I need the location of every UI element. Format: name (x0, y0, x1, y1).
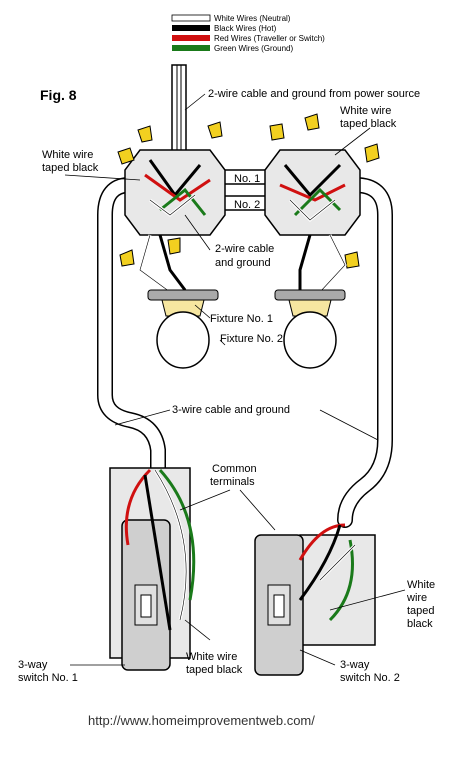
common-terminals-label-1: Common (212, 463, 257, 475)
two-wire-cable-label-2: and ground (215, 257, 271, 269)
light-bulb-icon (283, 311, 337, 369)
legend-swatch-green (172, 45, 210, 51)
fixture-1 (147, 289, 219, 369)
junction-box-1 (124, 149, 226, 236)
cable-no2-label: No. 2 (234, 199, 260, 211)
figure-label: Fig. 8 (40, 87, 77, 103)
wire-nut-icon (137, 125, 153, 143)
light-bulb-icon (156, 311, 210, 369)
switch-1-label-2: switch No. 1 (18, 672, 78, 684)
junction-box-2 (264, 149, 361, 236)
switch-1-label-1: 3-way (18, 659, 48, 671)
right-white-label-4: black (407, 618, 433, 630)
right-white-label-1: White (407, 579, 435, 591)
wire-nut-icon (269, 123, 285, 141)
wire-nut-icon (207, 121, 223, 139)
switch-2-label-2: switch No. 2 (340, 672, 400, 684)
wire-nut-icon (117, 147, 135, 165)
fixture-2 (274, 289, 346, 369)
leader-lines (64, 93, 406, 666)
switch-box-1 (109, 467, 196, 671)
common-terminals-label-2: terminals (210, 476, 255, 488)
three-wire-cable-label: 3-wire cable and ground (172, 404, 290, 416)
wire-nut-icon (119, 249, 135, 267)
fixture-2-label: Fixture No. 2 (220, 333, 283, 345)
switch-white-taped-label-2: taped black (186, 664, 243, 676)
legend-swatch-white (171, 14, 211, 22)
switch-white-taped-label-1: White wire (186, 651, 237, 663)
legend-label-white: White Wires (Neutral) (214, 14, 291, 23)
wire-nut-icon (344, 251, 360, 269)
fixture-wires (138, 234, 347, 294)
switch-box-2 (254, 523, 376, 676)
legend-label-green: Green Wires (Ground) (214, 44, 293, 53)
power-source-label: 2-wire cable and ground from power sourc… (208, 88, 420, 100)
cable-no1-label: No. 1 (234, 173, 260, 185)
wire-nuts (117, 113, 380, 269)
legend-label-black: Black Wires (Hot) (214, 24, 277, 33)
white-taped-left-label-2: taped black (42, 162, 99, 174)
source-url[interactable]: http://www.homeimprovementweb.com/ (88, 713, 315, 728)
white-taped-right-label-2: taped black (340, 118, 397, 130)
wire-nut-icon (167, 237, 181, 255)
fixture-1-label: Fixture No. 1 (210, 313, 273, 325)
cable-runs (97, 177, 393, 528)
wire-nut-icon (304, 113, 320, 131)
toggle-icon (273, 594, 285, 618)
right-white-label-2: wire (406, 592, 427, 604)
labels: 2-wire cable and ground from power sourc… (18, 88, 435, 684)
switch-2-label-1: 3-way (340, 659, 370, 671)
legend-swatch-black (172, 25, 210, 31)
two-wire-cable-label-1: 2-wire cable (215, 243, 274, 255)
legend-label-red: Red Wires (Traveller or Switch) (214, 34, 325, 43)
legend-swatch-red (172, 35, 210, 41)
right-white-label-3: taped (407, 605, 435, 617)
toggle-icon (140, 594, 152, 618)
white-taped-left-label-1: White wire (42, 149, 93, 161)
white-taped-right-label-1: White wire (340, 105, 391, 117)
power-source-cable (171, 64, 187, 156)
wire-nut-icon (364, 143, 380, 163)
legend: White Wires (Neutral) Black Wires (Hot) … (171, 14, 325, 53)
